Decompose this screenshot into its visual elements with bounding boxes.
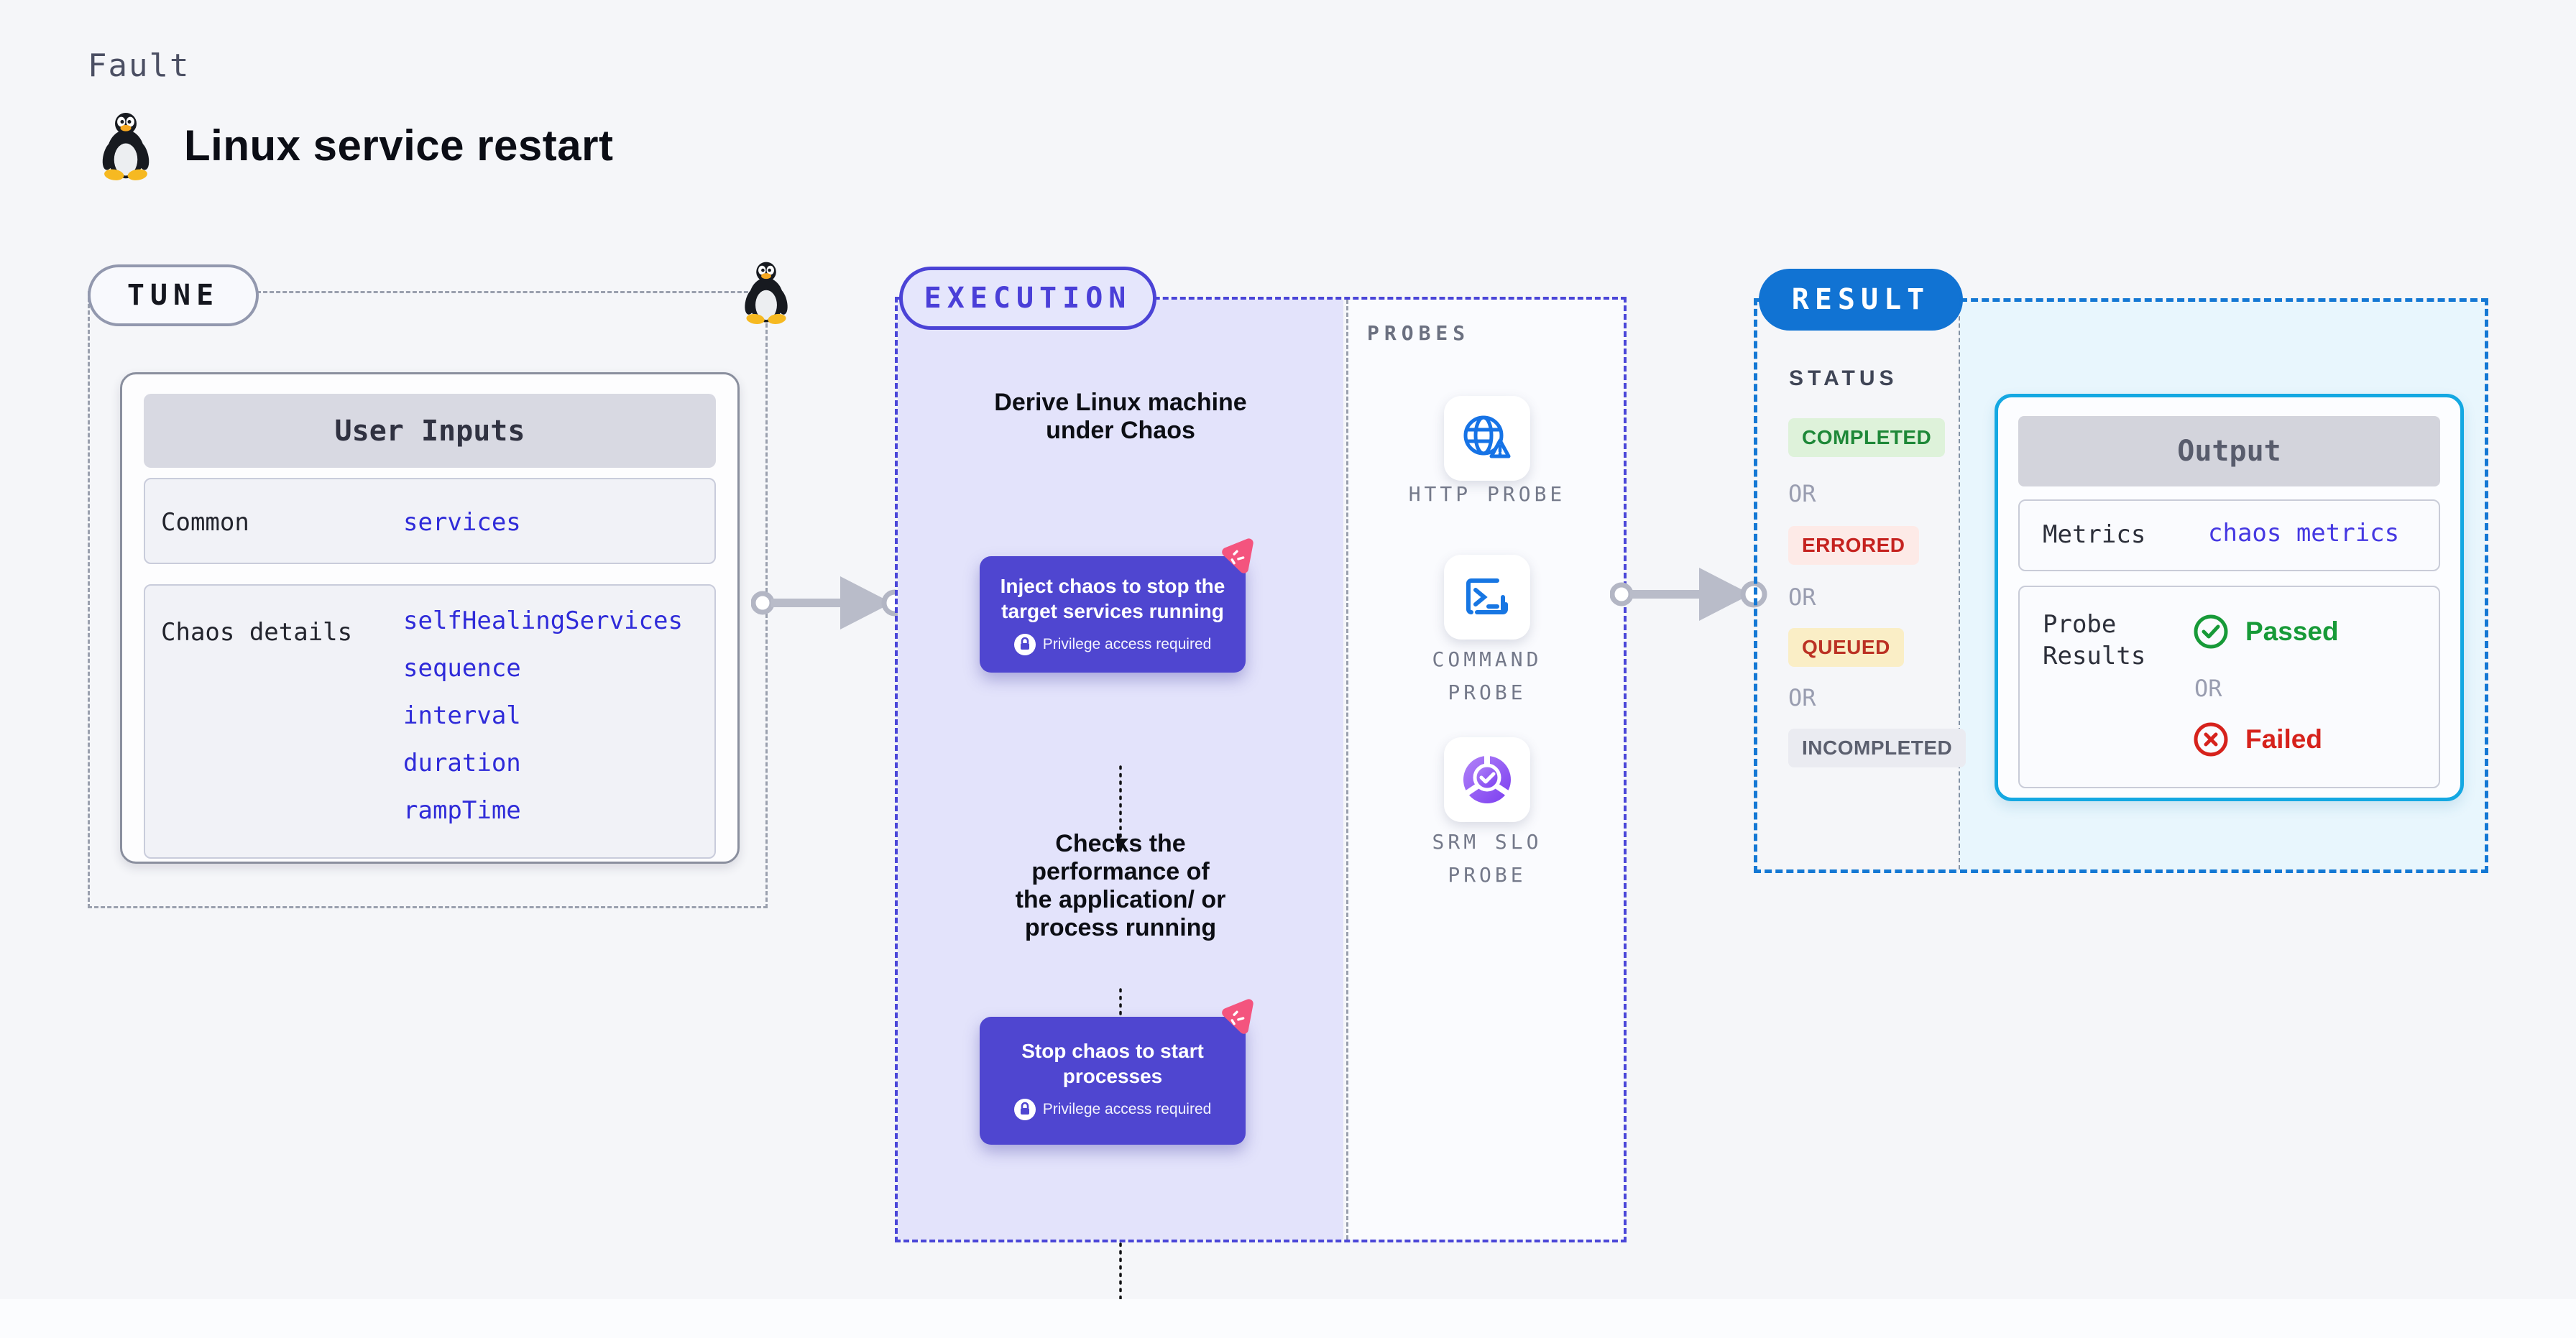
result-badge: RESULT	[1759, 269, 1963, 331]
row-value[interactable]: sequence	[403, 654, 521, 683]
dotted-arrow-down-icon	[1115, 765, 1126, 853]
user-inputs-header: User Inputs	[144, 394, 716, 468]
page-title: Linux service restart	[184, 121, 614, 170]
status-divider	[1959, 302, 1960, 869]
row-label: Chaos details	[161, 618, 353, 647]
check-step-text: Checks the performance of the applicatio…	[1015, 830, 1226, 941]
or-separator: OR	[1788, 583, 1816, 611]
arrow-right-icon	[1610, 562, 1768, 627]
status-badge-errored: ERRORED	[1788, 526, 1919, 565]
probe-result-failed: Failed	[2192, 721, 2322, 758]
fault-kicker: Fault	[88, 47, 190, 84]
chaos-spark-icon	[1215, 997, 1257, 1038]
row-label: Metrics	[2043, 520, 2146, 549]
tux-icon	[742, 262, 790, 325]
row-value[interactable]: interval	[403, 701, 521, 730]
row-value[interactable]: services	[403, 508, 521, 537]
probe-label: COMMAND PROBE	[1432, 647, 1542, 704]
status-badge-queued: QUEUED	[1788, 628, 1904, 667]
chaos-detail-values: selfHealingServices sequence interval du…	[403, 597, 683, 834]
probe-result-passed: Passed	[2192, 613, 2339, 650]
x-circle-icon	[2194, 722, 2228, 757]
status-column: STATUS COMPLETED OR ERRORED OR QUEUED OR…	[1757, 302, 1966, 869]
chaos-spark-icon	[1215, 536, 1257, 578]
lock-icon	[1013, 1099, 1036, 1120]
inject-chaos-step[interactable]: Inject chaos to stop the target services…	[980, 556, 1246, 673]
probe-label: HTTP PROBE	[1408, 482, 1566, 506]
row-label: Common	[161, 508, 249, 537]
or-separator: OR	[2194, 675, 2222, 702]
user-inputs-card: User Inputs Common services Chaos detail…	[120, 372, 740, 864]
page-bottom-strip	[0, 1299, 2576, 1338]
command-probe-card[interactable]	[1444, 555, 1530, 640]
result-section: RESULT STATUS COMPLETED OR ERRORED OR QU…	[1754, 269, 2488, 873]
or-separator: OR	[1788, 684, 1816, 711]
lock-icon	[1013, 634, 1036, 655]
probe-results-row: Probe Results Passed OR Failed	[2018, 586, 2440, 788]
or-separator: OR	[1788, 480, 1816, 507]
probes-panel: PROBES HTTP PROBE COMMAND PROBE SRM SLO …	[1346, 300, 1624, 1240]
check-circle-icon	[2194, 614, 2228, 649]
row-value[interactable]: duration	[403, 749, 521, 778]
privilege-note: Privilege access required	[980, 1099, 1246, 1120]
probes-heading: PROBES	[1367, 321, 1471, 345]
tune-badge: TUNE	[88, 264, 259, 326]
table-row-chaos-details: Chaos details selfHealingServices sequen…	[144, 584, 716, 859]
arrow-right-icon	[751, 571, 909, 635]
status-badge-completed: COMPLETED	[1788, 418, 1946, 457]
row-value[interactable]: selfHealingServices	[403, 606, 683, 635]
slo-pie-check-icon	[1458, 751, 1516, 808]
metrics-row: Metrics chaos metrics	[2018, 499, 2440, 571]
derive-step-text: Derive Linux machine under Chaos	[994, 389, 1247, 444]
globe-alert-icon	[1460, 413, 1514, 463]
stop-chaos-step[interactable]: Stop chaos to start processes Privilege …	[980, 1017, 1246, 1145]
status-badge-incompleted: INCOMPLETED	[1788, 729, 1966, 767]
privilege-note: Privilege access required	[980, 634, 1246, 655]
srm-slo-probe-card[interactable]	[1444, 737, 1530, 822]
tune-section: TUNE User Inputs Common services Chaos d…	[88, 262, 790, 908]
execution-flow: Derive Linux machine under Chaos Inject …	[898, 300, 1343, 1320]
step-title: Inject chaos to stop the target services…	[1000, 575, 1225, 622]
execution-section: EXECUTION Derive Linux machine under Cha…	[895, 267, 1627, 1320]
page-header: Linux service restart	[96, 109, 613, 181]
step-title: Stop chaos to start processes	[1021, 1040, 1204, 1087]
row-value[interactable]: rampTime	[403, 796, 521, 825]
table-row-common: Common services	[144, 478, 716, 564]
tux-icon	[100, 113, 152, 181]
execution-badge: EXECUTION	[899, 267, 1156, 330]
output-header: Output	[2018, 416, 2440, 486]
http-probe-card[interactable]	[1444, 396, 1530, 481]
probe-label: SRM SLO PROBE	[1432, 830, 1542, 887]
row-value[interactable]: chaos metrics	[2208, 519, 2400, 548]
output-card: Output Metrics chaos metrics Probe Resul…	[1995, 394, 2464, 801]
status-heading: STATUS	[1789, 366, 1898, 390]
row-label: Probe Results	[2043, 610, 2146, 670]
terminal-icon	[1460, 571, 1514, 623]
